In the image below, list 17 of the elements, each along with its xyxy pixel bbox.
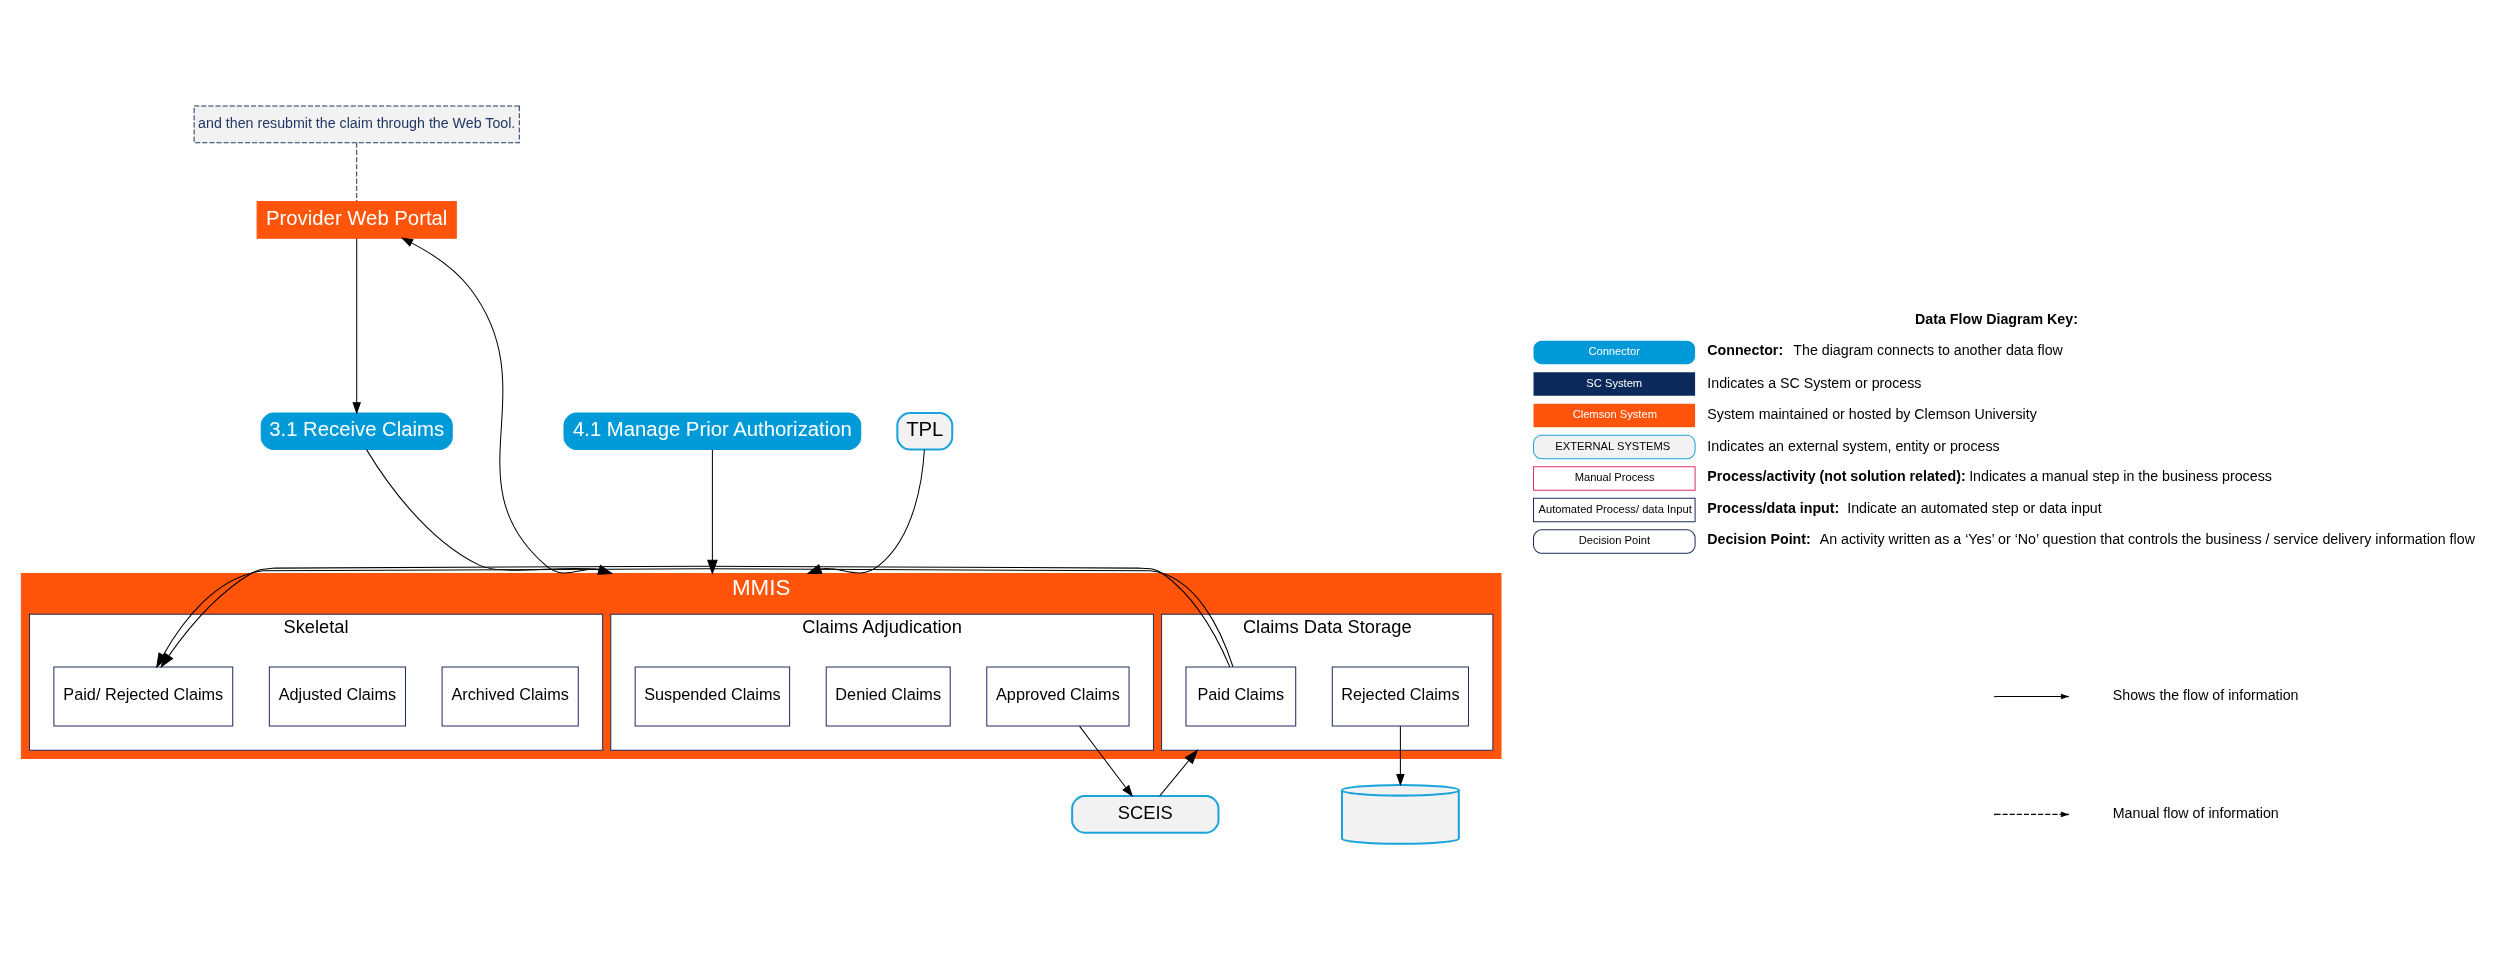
label: Automated Process/ data Input [1538, 502, 1692, 515]
label: EXTERNAL SYSTEMS [1555, 439, 1671, 452]
legend-label: Manual flow of information [2112, 805, 2279, 822]
legend-label: Process/data input: Indicate an automated step or data input [1707, 499, 2102, 516]
legend-label: Shows the flow of information [2112, 687, 2299, 704]
legend-label: Connector: The diagram connects to another data flow [1707, 342, 2063, 359]
label: Clemson System [1572, 408, 1657, 421]
legend-label: Process/activity (not solution related): Indicates a manual step in the business process [1707, 468, 2272, 485]
label: Connector [1588, 345, 1640, 358]
label: SC System [1586, 376, 1643, 389]
legend-label: Indicates an external system, entity or process [1707, 437, 2000, 454]
legend-label: Indicates a SC System or process [1707, 374, 1922, 391]
legend-label: System maintained or hosted by Clemson University [1707, 406, 2037, 423]
legend-label: Decision Point: An activity written as a ‘Yes’ or ‘No’ question that controls the business / service delivery information flow [1707, 531, 2475, 548]
label: Decision Point [1578, 534, 1651, 547]
label: Manual Process [1574, 471, 1655, 484]
label: Data Flow Diagram Key: [1915, 310, 2078, 327]
